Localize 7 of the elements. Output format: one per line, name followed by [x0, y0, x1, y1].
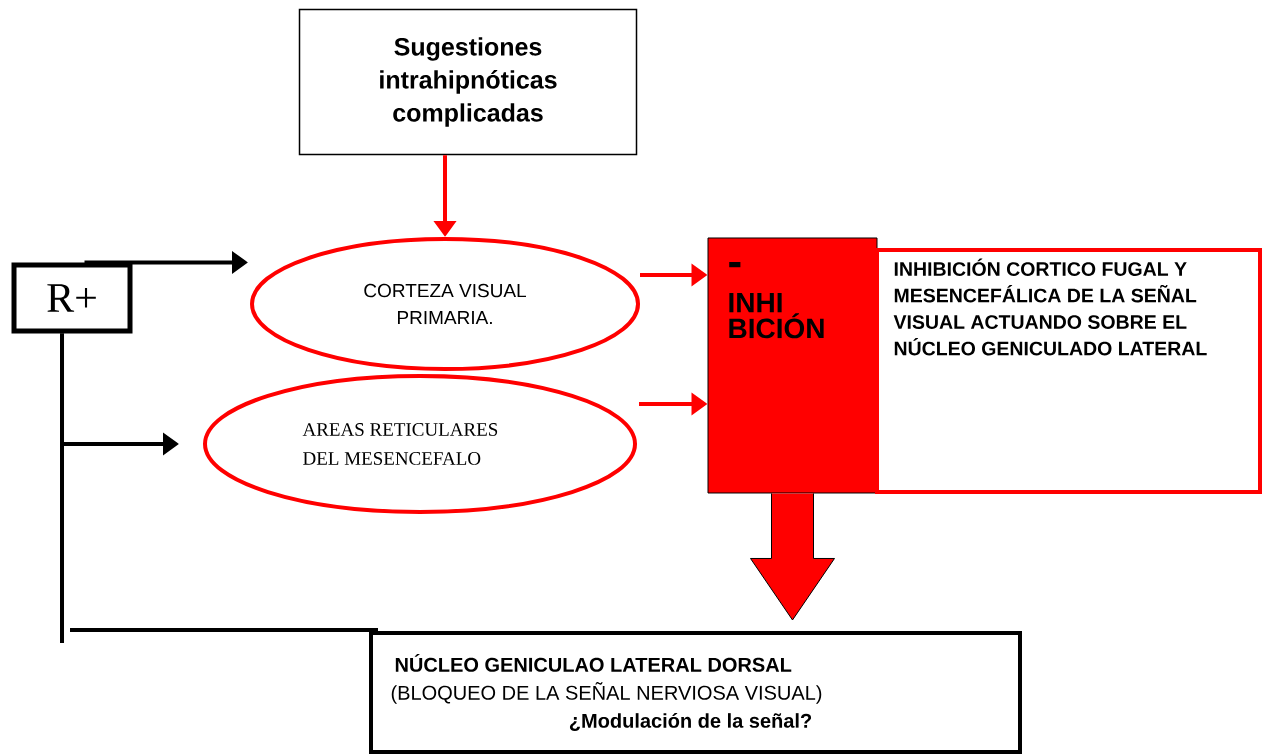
block-arrow [750, 493, 835, 621]
text-box: INHIBICIÓN CORTICO FUGAL Y MESENCEFÁLICA DE LA SEÑAL VISUAL ACTUANDO SOBRE EL NÚCLEO GENICULADO LATERAL [875, 248, 1262, 494]
text-box: NÚCLEO GENICULAO LATERAL DORSAL (BLOQUEO DE LA SEÑAL NERVIOSA VISUAL) ¿Modulación de la señal? [369, 631, 1022, 754]
connector-line [60, 331, 380, 645]
inhibition-block: - INHI BICIÓN [707, 237, 878, 494]
label-box: R+ [11, 262, 133, 334]
text-box: Sugestiones intrahipnóticas complicadas [298, 8, 638, 156]
